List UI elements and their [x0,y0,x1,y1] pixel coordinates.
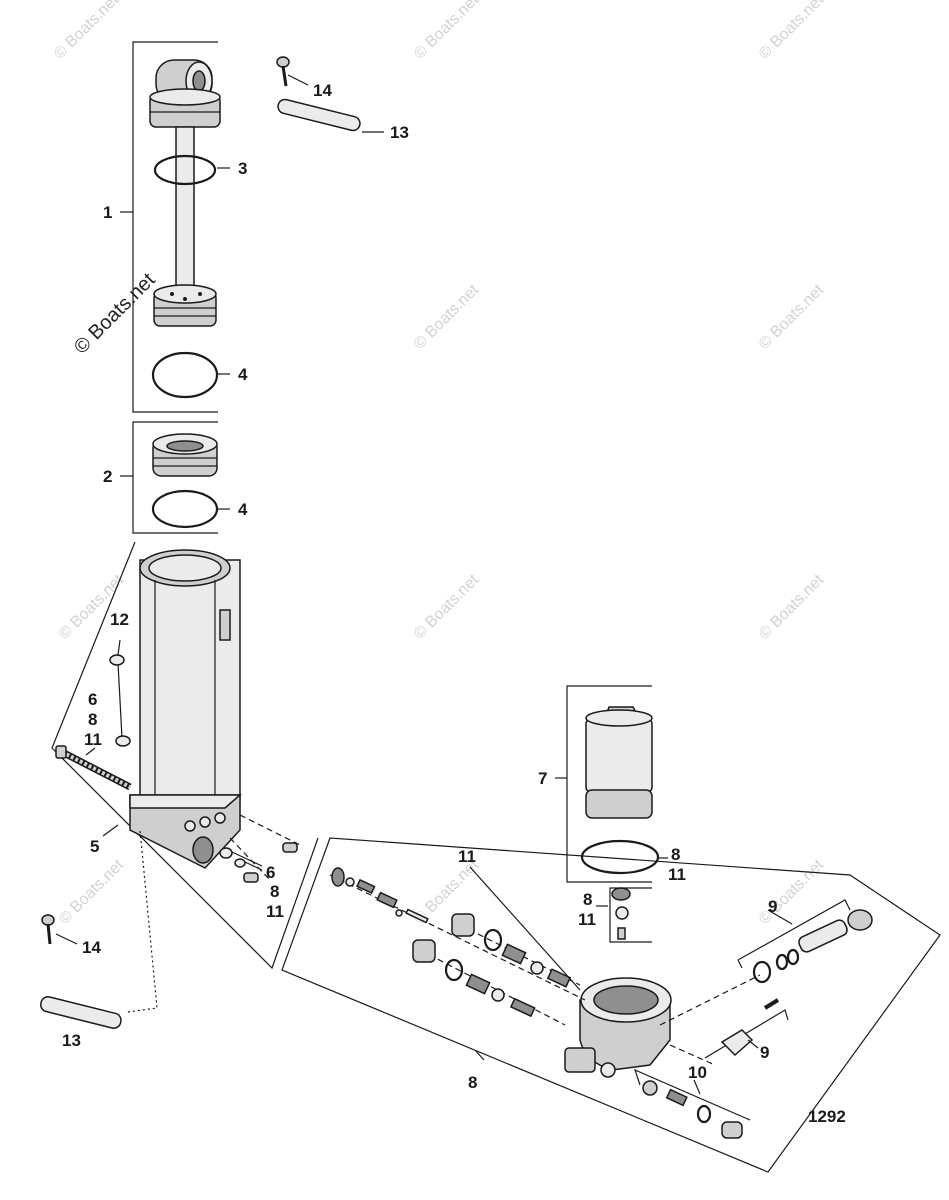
pump-group-outline [281,837,941,1173]
callout-14: 14 [313,81,332,100]
trim-cylinder-body [129,549,243,869]
screw-upper [276,56,290,87]
fittings [219,814,301,883]
watermark: © Boats.net [756,0,828,63]
watermark: © Boats.net [51,0,123,63]
callout-8: 8 [270,882,279,901]
watermark: © Boats.net [411,281,483,353]
callout-1: 1 [103,203,112,222]
pump-body [564,977,672,1078]
watermark: © Boats.net [411,0,483,63]
o-ring [153,154,217,186]
end-cap-assembly [132,421,218,534]
watermark-main: © Boats.net [70,269,160,359]
callout-3: 3 [238,159,247,178]
leader-lines [55,74,793,1095]
callout-11: 11 [668,865,686,884]
manual-release-valve [659,899,873,1066]
callout-8: 8 [88,710,97,729]
callout-11: 11 [84,730,102,749]
callout-6: 6 [88,690,97,709]
reservoir-assembly [566,685,653,883]
callout-9: 9 [760,1043,769,1062]
watermark: © Boats.net [756,281,828,353]
screw-lower [41,914,55,945]
cylinder-group-outline [51,541,319,970]
pin-upper [277,98,361,132]
callout-11: 11 [578,910,596,929]
callout-9: 9 [768,897,777,916]
relief-valve-parts [634,1068,751,1139]
callout-13: 13 [62,1031,81,1050]
callout-5: 5 [90,837,99,856]
watermark: © Boats.net [56,856,128,928]
callout-4: 4 [238,365,248,384]
o-ring [580,839,660,875]
callout-10: 10 [688,1063,707,1082]
callout-14: 14 [82,938,101,957]
callout-labels: 1 2 3 4 4 14 13 12 6 8 11 5 6 8 11 14 13… [62,81,846,1126]
callout-11: 11 [266,902,284,921]
piston-rod-assembly [132,41,221,413]
callout-4: 4 [238,500,248,519]
watermark: © Boats.net [756,571,828,643]
o-ring [151,351,219,399]
callout-7: 7 [538,769,547,788]
o-ring [151,489,219,529]
valve-parts-lower [412,939,566,1026]
valve-parts-upper [329,867,586,1001]
callout-8: 8 [583,890,592,909]
bolt-and-link [55,654,132,791]
callout-8: 8 [468,1073,477,1092]
figure-number: 1292 [808,1107,846,1126]
watermark: © Boats.net [411,571,483,643]
pin-lower [40,996,122,1029]
callout-8: 8 [671,845,680,864]
watermark: © Boats.net [756,856,828,928]
callout-12: 12 [110,610,129,629]
callout-11: 11 [458,847,476,866]
pin-connector-line [127,829,158,1013]
check-valve-parts [609,887,652,943]
watermark: © Boats.net [56,571,128,643]
valve-parts-middle [451,913,581,988]
callout-6: 6 [266,863,275,882]
callout-13: 13 [390,123,409,142]
callout-2: 2 [103,467,112,486]
